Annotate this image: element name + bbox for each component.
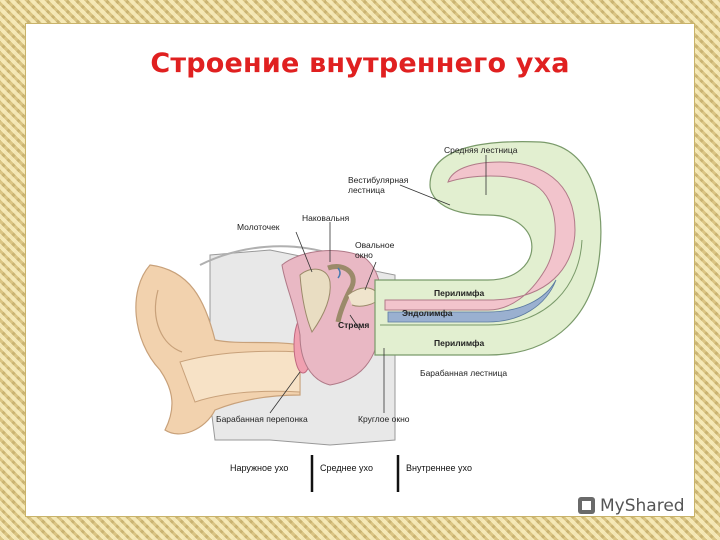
label-endolymph: Эндолимфа — [402, 308, 453, 318]
legend-inner-ear: Внутреннее ухо — [406, 463, 472, 473]
logo-text: MyShared — [600, 496, 685, 516]
label-round-window: Круглое окно — [358, 414, 410, 424]
label-vestibular-scala-2: лестница — [348, 185, 385, 195]
label-perilymph-top: Перилимфа — [434, 288, 485, 298]
label-oval-window-1: Овальное — [355, 240, 395, 250]
incus-bone — [327, 264, 356, 323]
endolymph-band — [387, 279, 557, 323]
legend-outer-ear: Наружное ухо — [230, 463, 289, 473]
label-vestibular-scala-1: Вестибулярная — [348, 175, 409, 185]
label-stapes: Стремя — [338, 320, 370, 330]
label-tympanic-scala: Барабанная лестница — [420, 368, 508, 378]
label-middle-scala: Средняя лестница — [444, 145, 518, 155]
label-incus: Наковальня — [302, 213, 350, 223]
myshared-logo[interactable]: MyShared — [576, 494, 685, 518]
label-oval-window-2: окно — [355, 250, 373, 260]
label-malleus: Молоточек — [237, 222, 280, 232]
cochlea — [374, 141, 602, 356]
logo-icon — [578, 497, 595, 514]
malleus-bone — [299, 268, 331, 334]
label-eardrum: Барабанная перепонка — [216, 414, 308, 424]
slide-title: Строение внутреннего уха — [150, 48, 570, 79]
helix-fold — [154, 289, 183, 353]
leader-lines — [269, 155, 487, 414]
legend-middle-ear: Среднее ухо — [320, 463, 373, 473]
label-perilymph-bottom: Перилимфа — [434, 338, 485, 348]
cochlea-scala-media — [384, 161, 576, 311]
cochlea-divider — [380, 239, 583, 326]
